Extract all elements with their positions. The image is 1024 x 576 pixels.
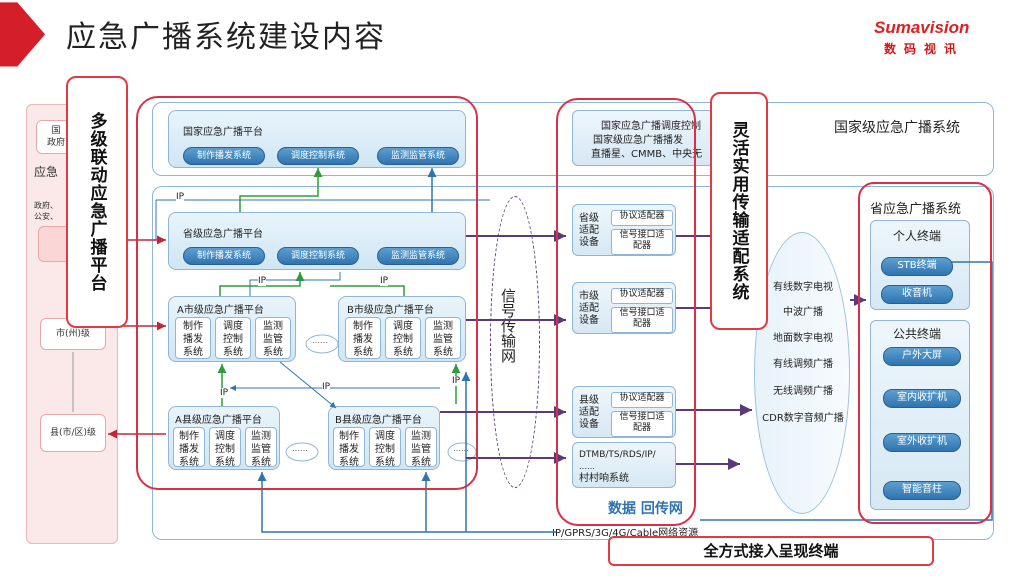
personal-terminal-title: 个人终端 <box>893 229 942 243</box>
national-pill-monitor: 监测监管系统 <box>377 147 459 165</box>
highlight-platforms <box>136 96 478 490</box>
province-pill-produce: 制作播发系统 <box>183 247 265 265</box>
gov-text: 政府、 公安、 <box>34 201 58 221</box>
public-terminal-title: 公共终端 <box>893 327 942 341</box>
county-a-dispatch: 调度 控制 系统 <box>209 427 241 468</box>
outdoor-receiver: 室外收扩机 <box>883 433 961 452</box>
ip-network-label: IP/GPRS/3G/4G/Cable网络资源 <box>552 528 699 539</box>
cloud-icon-county <box>285 442 319 462</box>
province-platform: 省级应急广播平台 制作播发系统 调度控制系统 监测监管系统 <box>168 212 466 270</box>
cloud-icon-city <box>305 334 339 354</box>
terminal-access-label: 全方式接入呈现终端 <box>608 536 934 566</box>
county-b-dispatch: 调度 控制 系统 <box>369 427 401 468</box>
ip-tag-province: IP <box>176 192 185 202</box>
flexible-adapter-label: 灵活实用传输适配系统 <box>710 92 768 330</box>
multi-level-platform-label: 多级联动应急广播平台 <box>66 76 128 328</box>
city-a-produce: 制作 播发 系统 <box>175 317 211 359</box>
corner-triangle-decoration <box>0 2 46 67</box>
national-system-label: 国家级应急广播系统 <box>834 120 960 136</box>
national-dispatch-line3: 直播星、CMMB、中央无 <box>591 149 703 160</box>
city-b-produce: 制作 播发 系统 <box>345 317 381 359</box>
ip-tag-mid: IP <box>322 382 331 392</box>
cloud-text-right: …… <box>453 444 469 453</box>
county-adapter-proto: 协议适配器 <box>611 392 673 408</box>
highlight-terminals <box>858 182 992 524</box>
city-adapter-name: 市级 适配 设备 <box>579 291 599 326</box>
national-dispatch-line1: 国家应急广播调度控制 <box>601 121 701 132</box>
city-adapter: 市级 适配 设备 协议适配器 信号接口适 配器 <box>572 282 676 334</box>
ip-tag-county-a: IP <box>220 388 229 398</box>
ip-tag-right: IP <box>452 376 461 386</box>
county-adapter-iface: 信号接口适 配器 <box>611 411 673 437</box>
county-a-produce: 制作 播发 系统 <box>173 427 205 468</box>
ip-tag-city-a: IP <box>258 276 267 286</box>
channel-cdr: CDR数字音频广播 <box>762 413 844 424</box>
province-adapter-iface: 信号接口适 配器 <box>611 229 673 255</box>
cloud-text-city: …… <box>312 336 328 345</box>
outdoor-screen: 户外大屏 <box>883 347 961 366</box>
province-adapter-name: 省级 适配 设备 <box>579 213 599 248</box>
channel-cable-dtv: 有线数字电视 <box>773 282 833 293</box>
city-b-title: B市级应急广播平台 <box>347 305 434 316</box>
national-pill-produce: 制作播发系统 <box>183 147 265 165</box>
city-adapter-proto: 协议适配器 <box>611 288 673 304</box>
cloud-text-county: …… <box>292 444 308 453</box>
channel-am: 中波广播 <box>783 307 823 318</box>
city-b-dispatch: 调度 控制 系统 <box>385 317 421 359</box>
smart-speaker: 智能音柱 <box>883 481 961 500</box>
dtmb-line3: 村村响系统 <box>579 473 629 484</box>
city-a-monitor: 监测 监管 系统 <box>255 317 291 359</box>
city-a-title: A市级应急广播平台 <box>177 305 264 316</box>
city-a-platform: A市级应急广播平台 制作 播发 系统 调度 控制 系统 监测 监管 系统 <box>168 296 296 362</box>
radio-terminal: 收音机 <box>881 285 953 304</box>
county-b-monitor: 监测 监管 系统 <box>405 427 437 468</box>
indoor-receiver: 室内收扩机 <box>883 389 961 408</box>
province-adapter-proto: 协议适配器 <box>611 210 673 226</box>
national-platform: 国家应急广播平台 制作播发系统 调度控制系统 监测监管系统 <box>168 110 466 168</box>
data-return-label: 数据 回传网 <box>608 501 683 517</box>
county-a-monitor: 监测 监管 系统 <box>245 427 277 468</box>
channels-ellipse <box>754 232 850 514</box>
ip-tag-city-b: IP <box>380 276 389 286</box>
county-b-title: B县级应急广播平台 <box>335 415 422 426</box>
city-a-dispatch: 调度 控制 系统 <box>215 317 251 359</box>
signal-net-ellipse <box>490 196 540 488</box>
county-adapter-name: 县级 适配 设备 <box>579 395 599 430</box>
page-title: 应急广播系统建设内容 <box>66 20 386 55</box>
county-b-platform: B县级应急广播平台 制作 播发 系统 调度 控制 系统 监测 监管 系统 <box>328 406 440 470</box>
channel-terrestrial-dtv: 地面数字电视 <box>773 333 833 344</box>
county-a-platform: A县级应急广播平台 制作 播发 系统 调度 控制 系统 监测 监管 系统 <box>168 406 280 470</box>
public-terminal-box: 公共终端 户外大屏 室内收扩机 室外收扩机 智能音柱 <box>870 320 970 510</box>
logo-brand: Sumavision <box>874 18 970 37</box>
company-logo: Sumavision 数码视讯 <box>874 18 984 58</box>
terminals-section-title: 省应急广播系统 <box>870 202 962 217</box>
channel-cable-fm: 有线调频广播 <box>773 359 833 370</box>
logo-subtitle: 数码视讯 <box>884 42 965 56</box>
city-b-monitor: 监测 监管 系统 <box>425 317 461 359</box>
county-b-produce: 制作 播发 系统 <box>333 427 365 468</box>
stb-terminal: STB终端 <box>881 257 953 276</box>
personal-terminal-box: 个人终端 STB终端 收音机 <box>870 220 970 310</box>
city-adapter-iface: 信号接口适 配器 <box>611 307 673 333</box>
left-side-text: 应急 <box>34 165 59 179</box>
province-pill-monitor: 监测监管系统 <box>377 247 459 265</box>
highlight-adapters <box>556 98 696 526</box>
signal-net-label: 信号传输网 <box>499 288 517 363</box>
national-pill-dispatch: 调度控制系统 <box>277 147 359 165</box>
national-platform-title: 国家应急广播平台 <box>183 127 263 138</box>
county-level-box: 县(市/区)级 <box>40 414 106 452</box>
county-adapter: 县级 适配 设备 协议适配器 信号接口适 配器 <box>572 386 676 438</box>
province-pill-dispatch: 调度控制系统 <box>277 247 359 265</box>
county-a-title: A县级应急广播平台 <box>175 415 262 426</box>
city-b-platform: B市级应急广播平台 制作 播发 系统 调度 控制 系统 监测 监管 系统 <box>338 296 466 362</box>
national-dispatch-line2: 国家级应急广播播发 <box>593 135 683 146</box>
dtmb-box: DTMB/TS/RDS/IP/ …… 村村响系统 <box>572 442 676 488</box>
channel-wireless-fm: 无线调频广播 <box>773 386 833 397</box>
dtmb-line2: …… <box>579 462 595 471</box>
dtmb-line1: DTMB/TS/RDS/IP/ <box>579 450 656 460</box>
province-adapter: 省级 适配 设备 协议适配器 信号接口适 配器 <box>572 204 676 256</box>
province-platform-title: 省级应急广播平台 <box>183 229 263 240</box>
